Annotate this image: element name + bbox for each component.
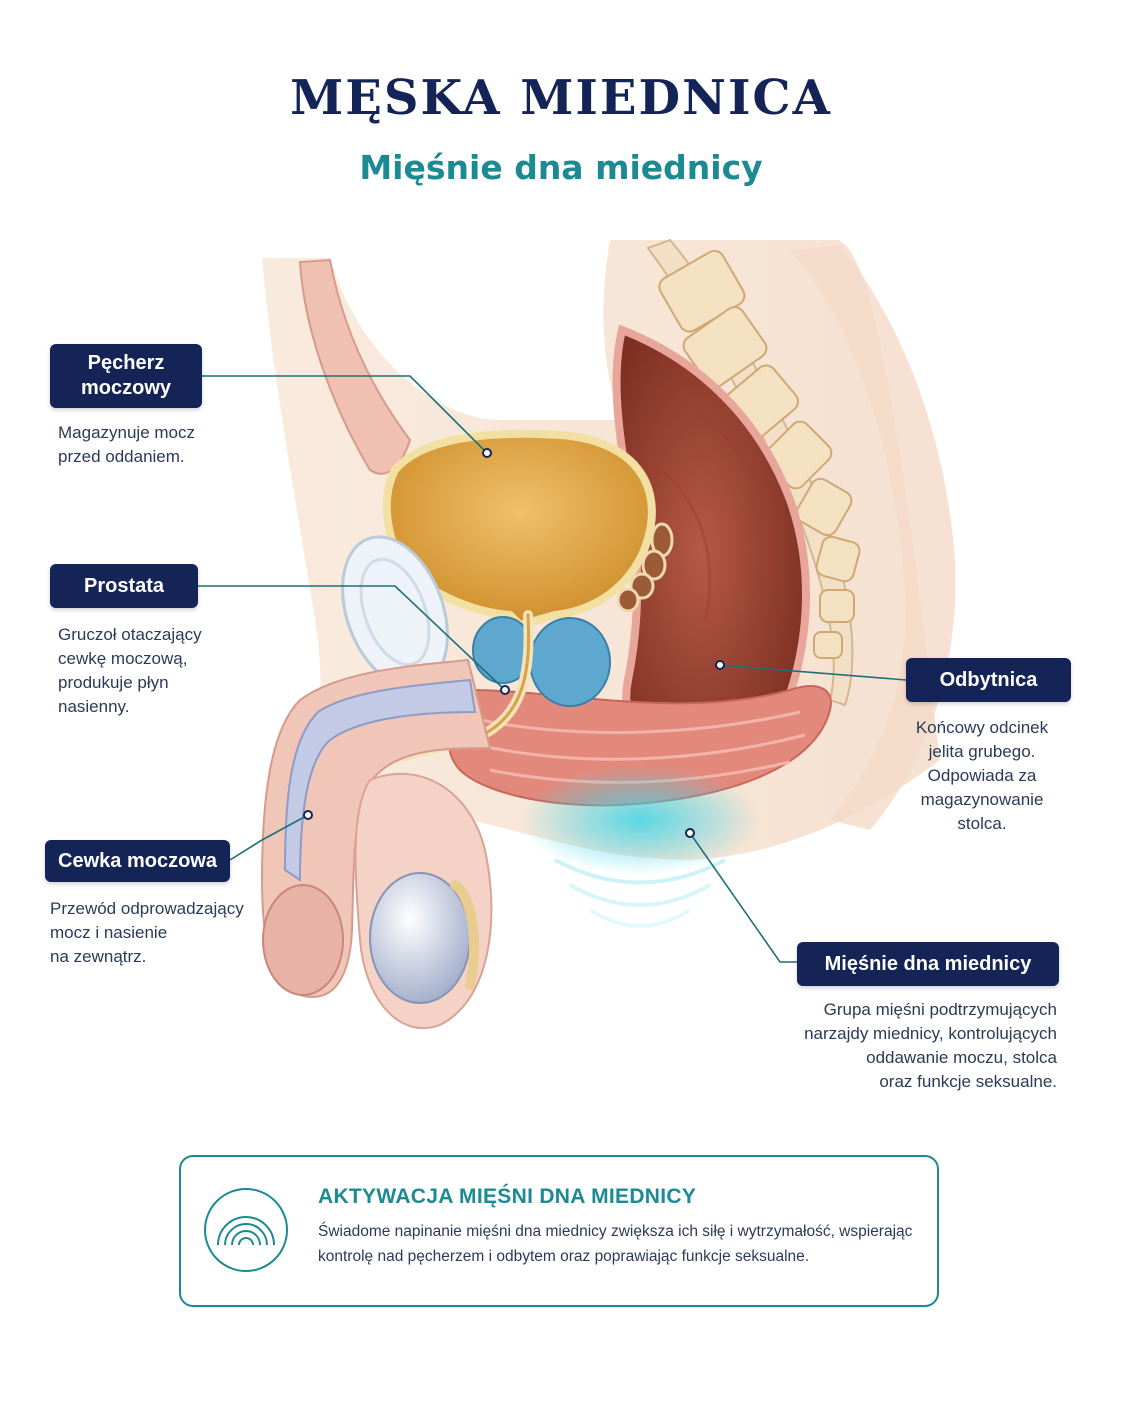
label-prostate: Prostata <box>50 564 198 608</box>
connector-pelvic-floor <box>689 832 798 963</box>
activation-info-box: AKTYWACJA MIĘŚNI DNA MIEDNICY Świadome n… <box>179 1155 939 1307</box>
seminal-vesicle <box>616 522 674 613</box>
glans <box>262 884 344 996</box>
desc-rectum: Końcowy odcinek jelita grubego. Odpowiad… <box>915 718 1049 833</box>
marker-urethra <box>303 810 313 820</box>
connector-rectum <box>719 664 907 681</box>
epididymis <box>450 880 480 990</box>
info-box-title: AKTYWACJA MIĘŚNI DNA MIEDNICY <box>318 1185 697 1208</box>
activation-glow <box>520 765 760 928</box>
connector-bladder <box>202 375 488 454</box>
corpus-cavernosum <box>283 678 477 882</box>
page-title: MĘSKA MIEDNICA <box>290 70 832 126</box>
desc-urethra: Przewód odprowadzający mocz i nasienie n… <box>50 899 244 966</box>
desc-prostate: Gruczoł otaczający cewkę moczową, produk… <box>58 625 202 716</box>
label-bladder: Pęcherz moczowy <box>50 344 202 408</box>
info-box-text: Świadome napinanie mięśni dna miednicy z… <box>318 1223 913 1265</box>
connector-prostate <box>198 585 506 691</box>
marker-pelvic-floor <box>685 828 695 838</box>
marker-bladder <box>482 448 492 458</box>
pelvic-floor-muscle <box>446 685 832 807</box>
label-rectum: Odbytnica <box>906 658 1071 702</box>
label-pelvic-floor: Mięśnie dna miednicy <box>797 942 1059 986</box>
pulse-waves-icon <box>204 1188 288 1272</box>
desc-bladder: Magazynuje mocz przed oddaniem. <box>58 423 196 466</box>
prostate-shape <box>472 616 611 707</box>
desc-pelvic-floor: Grupa mięśni podtrzymujących narzajdy mi… <box>804 1000 1057 1091</box>
testis <box>369 872 471 1004</box>
page-subtitle: Mięśnie dna miednicy <box>359 148 763 187</box>
connector-urethra <box>229 814 309 861</box>
marker-prostate <box>500 685 510 695</box>
pubic-bone <box>298 258 412 475</box>
marker-rectum <box>715 660 725 670</box>
label-urethra: Cewka moczowa <box>45 840 230 882</box>
